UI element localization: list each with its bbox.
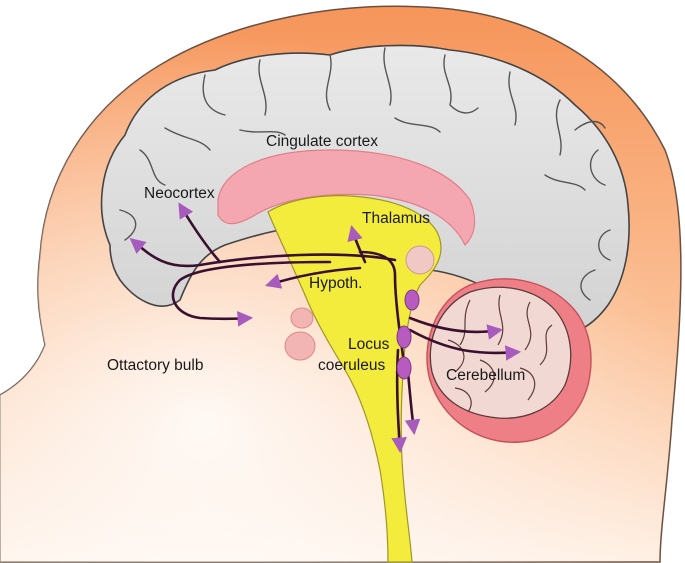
label-cerebellum: Cerebellum bbox=[446, 367, 526, 384]
label-locus-line2: coeruleus bbox=[318, 357, 386, 374]
label-locus-line1: Locus bbox=[348, 336, 390, 353]
pathway-descending-2 bbox=[404, 370, 421, 436]
label-hypothalamus: Hypoth. bbox=[309, 275, 363, 292]
brainstem bbox=[267, 195, 442, 563]
label-thalamus: Thalamus bbox=[362, 210, 431, 227]
label-olfactory-bulb: Ottactory bulb bbox=[107, 357, 204, 374]
pathway-neocortex bbox=[129, 238, 397, 268]
pathway-olfactory bbox=[171, 260, 332, 327]
pathway-descending-1 bbox=[391, 348, 407, 454]
pathway-cerebellum-1 bbox=[408, 316, 504, 340]
corpus-callosum bbox=[217, 149, 476, 247]
label-cingulate-cortex: Cingulate cortex bbox=[266, 133, 379, 150]
label-neocortex: Neocortex bbox=[144, 185, 215, 202]
olfactory-bulb bbox=[284, 307, 316, 361]
pathway-thalamus bbox=[347, 224, 367, 264]
pathway-cerebellum-2 bbox=[408, 328, 522, 361]
locus-coeruleus-nuclei bbox=[396, 289, 420, 380]
noradrenergic-pathways bbox=[129, 202, 522, 454]
pathway-neocortex-upper bbox=[178, 202, 222, 264]
pathway-hypothalamus bbox=[265, 266, 362, 289]
